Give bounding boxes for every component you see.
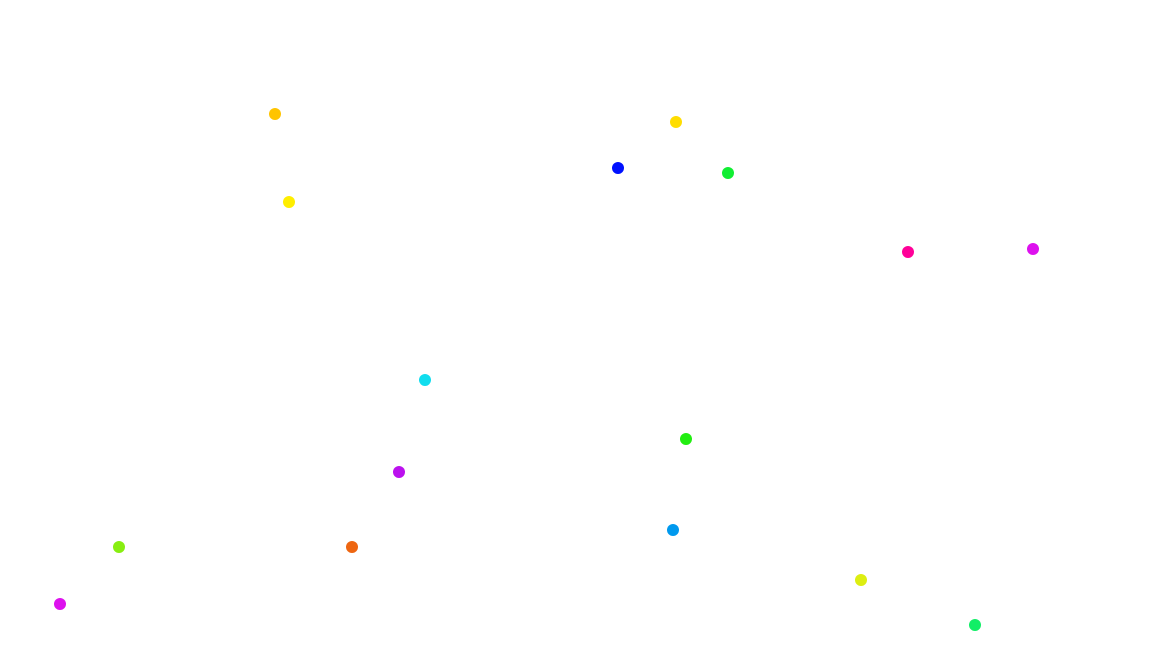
dot-10 (393, 466, 405, 478)
dot-13 (346, 541, 358, 553)
dot-7 (1027, 243, 1039, 255)
dot-3 (612, 162, 624, 174)
dot-15 (54, 598, 66, 610)
dot-2 (670, 116, 682, 128)
dot-14 (855, 574, 867, 586)
dot-5 (283, 196, 295, 208)
dot-6 (902, 246, 914, 258)
dot-11 (667, 524, 679, 536)
dot-16 (969, 619, 981, 631)
dot-12 (113, 541, 125, 553)
dot-1 (269, 108, 281, 120)
dot-4 (722, 167, 734, 179)
dot-8 (419, 374, 431, 386)
dot-9 (680, 433, 692, 445)
